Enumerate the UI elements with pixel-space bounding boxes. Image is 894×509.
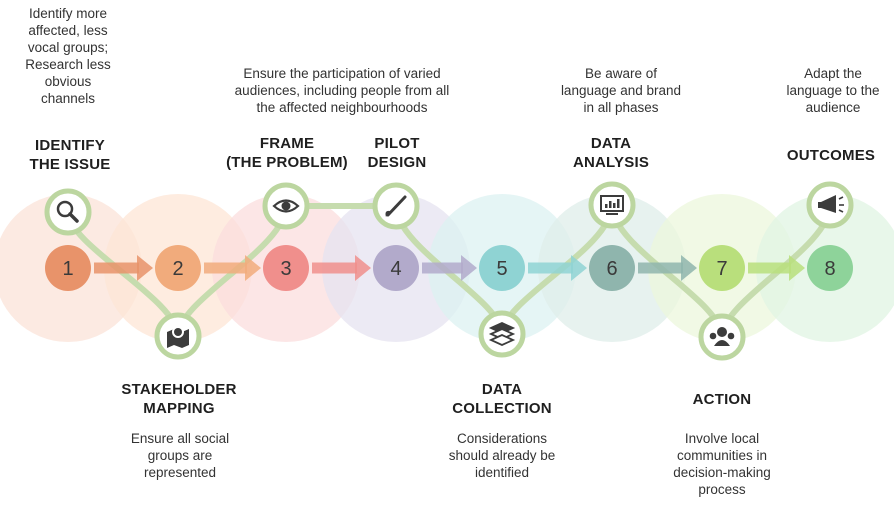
title-data-collection: DATA COLLECTION <box>452 381 552 417</box>
arrow-7-8 <box>748 255 805 281</box>
community-icon <box>698 313 746 361</box>
step-2: 2 <box>155 245 201 291</box>
title-stakeholder-mapping: STAKEHOLDER MAPPING <box>121 381 237 417</box>
step-8: 8 <box>807 245 853 291</box>
step-3: 3 <box>263 245 309 291</box>
step-1: 1 <box>45 245 91 291</box>
step-number: 1 <box>62 258 73 280</box>
arrow-layer <box>94 255 805 281</box>
note-participation: Ensure the participation of varied audie… <box>234 66 450 115</box>
step-number: 2 <box>172 258 183 280</box>
arrow-1-2 <box>94 255 153 281</box>
title-frame: FRAME (THE PROBLEM) <box>226 135 348 171</box>
stack-icon <box>478 310 526 358</box>
note-social-groups: Ensure all social groups are represented <box>130 431 230 480</box>
note-identify: Identify more affected, less vocal group… <box>25 6 111 106</box>
step-7: 7 <box>699 245 745 291</box>
step-layer: 1 2 3 4 5 6 7 8 <box>45 245 853 291</box>
step-5: 5 <box>479 245 525 291</box>
arrow-3-4 <box>312 255 371 281</box>
step-number: 5 <box>496 258 507 280</box>
eye-icon <box>262 182 310 230</box>
step-number: 4 <box>390 258 401 280</box>
arrow-6-7 <box>638 255 697 281</box>
note-adapt: Adapt the language to the audience <box>786 66 880 115</box>
arrow-5-6 <box>528 255 587 281</box>
title-data-analysis: DATA ANALYSIS <box>572 135 650 171</box>
megaphone-icon <box>806 181 854 229</box>
icon-layer <box>44 181 854 361</box>
search-icon <box>44 188 92 236</box>
step-number: 7 <box>716 258 727 280</box>
step-number: 3 <box>280 258 291 280</box>
title-outcomes: OUTCOMES <box>786 147 876 164</box>
monitor-chart-icon <box>588 181 636 229</box>
note-considerations: Considerations should already be identif… <box>448 431 556 480</box>
brush-icon <box>372 182 420 230</box>
map-pin-icon <box>154 312 202 360</box>
title-pilot-design: PILOT DESIGN <box>367 135 427 171</box>
step-4: 4 <box>373 245 419 291</box>
arrow-4-5 <box>422 255 477 281</box>
arrow-2-3 <box>204 255 261 281</box>
step-number: 8 <box>824 258 835 280</box>
note-local-communities: Involve local communities in decision-ma… <box>673 431 771 497</box>
note-language-brand: Be aware of language and brand in all ph… <box>560 66 682 115</box>
step-number: 6 <box>606 258 617 280</box>
title-identify-the-issue: IDENTIFY THE ISSUE <box>29 137 111 173</box>
title-action: ACTION <box>692 391 752 408</box>
step-6: 6 <box>589 245 635 291</box>
